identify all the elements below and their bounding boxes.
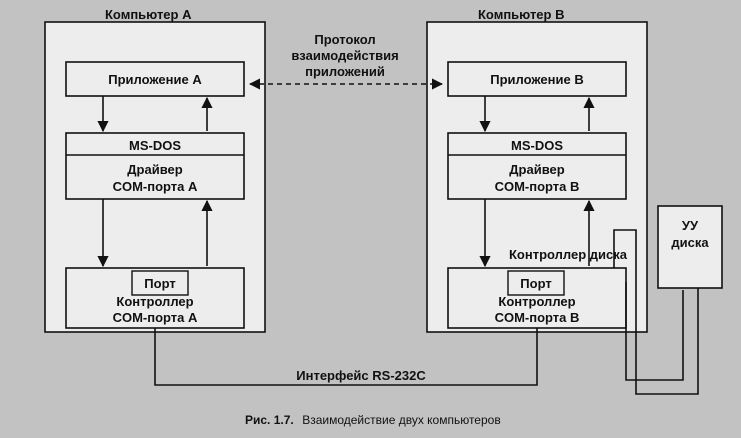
computer-b-app-label: Приложение B [490,72,583,87]
computer-a-driver-line2: COM-порта A [113,179,198,194]
protocol-line1: Протокол [314,32,375,47]
computer-b-disk-controller-label: Контроллер диска [509,247,628,262]
protocol-line3: приложений [305,64,385,79]
computer-a-app-box [65,61,245,97]
figure-caption-number: Рис. 1.7. [245,413,294,427]
computer-b-os-label: MS-DOS [511,138,563,153]
computer-b-driver-line2: COM-порта B [495,179,580,194]
computer-b-app-box [447,61,627,97]
computer-a-os-label: MS-DOS [129,138,181,153]
disk-device-line1: УУ [682,218,699,233]
computer-b-controller-line2: COM-порта B [495,310,580,325]
figure-caption-text: Взаимодействие двух компьютеров [302,413,501,427]
disk-cable-inner [625,282,684,381]
computer-a-app-label: Приложение A [108,72,202,87]
disk-device-box [657,205,723,289]
computer-b-port-label: Порт [520,276,551,291]
computer-b-port-box [507,270,565,296]
computer-a-controller-line2: COM-порта A [113,310,198,325]
rs232-cable [154,328,538,386]
computer-a-port-box [131,270,189,296]
figure-caption: Рис. 1.7. Взаимодействие двух компьютеро… [245,411,501,428]
protocol-line2: взаимодействия [291,48,398,63]
disk-cable-outer [613,229,699,395]
disk-device-line2: диска [671,235,709,250]
computer-a-driver-line1: Драйвер [127,162,182,177]
computer-a-controller-line1: Контроллер [116,294,193,309]
computer-b-controller-line1: Контроллер [498,294,575,309]
computer-b-driver-line1: Драйвер [509,162,564,177]
computer-b-os-stack [447,132,627,200]
computer-b-title: Компьютер B [478,7,564,22]
computer-a-port-label: Порт [144,276,175,291]
computer-a-os-stack [65,132,245,200]
computer-a-title: Компьютер A [105,7,192,22]
rs232-interface-label: Интерфейс RS-232C [296,368,426,383]
